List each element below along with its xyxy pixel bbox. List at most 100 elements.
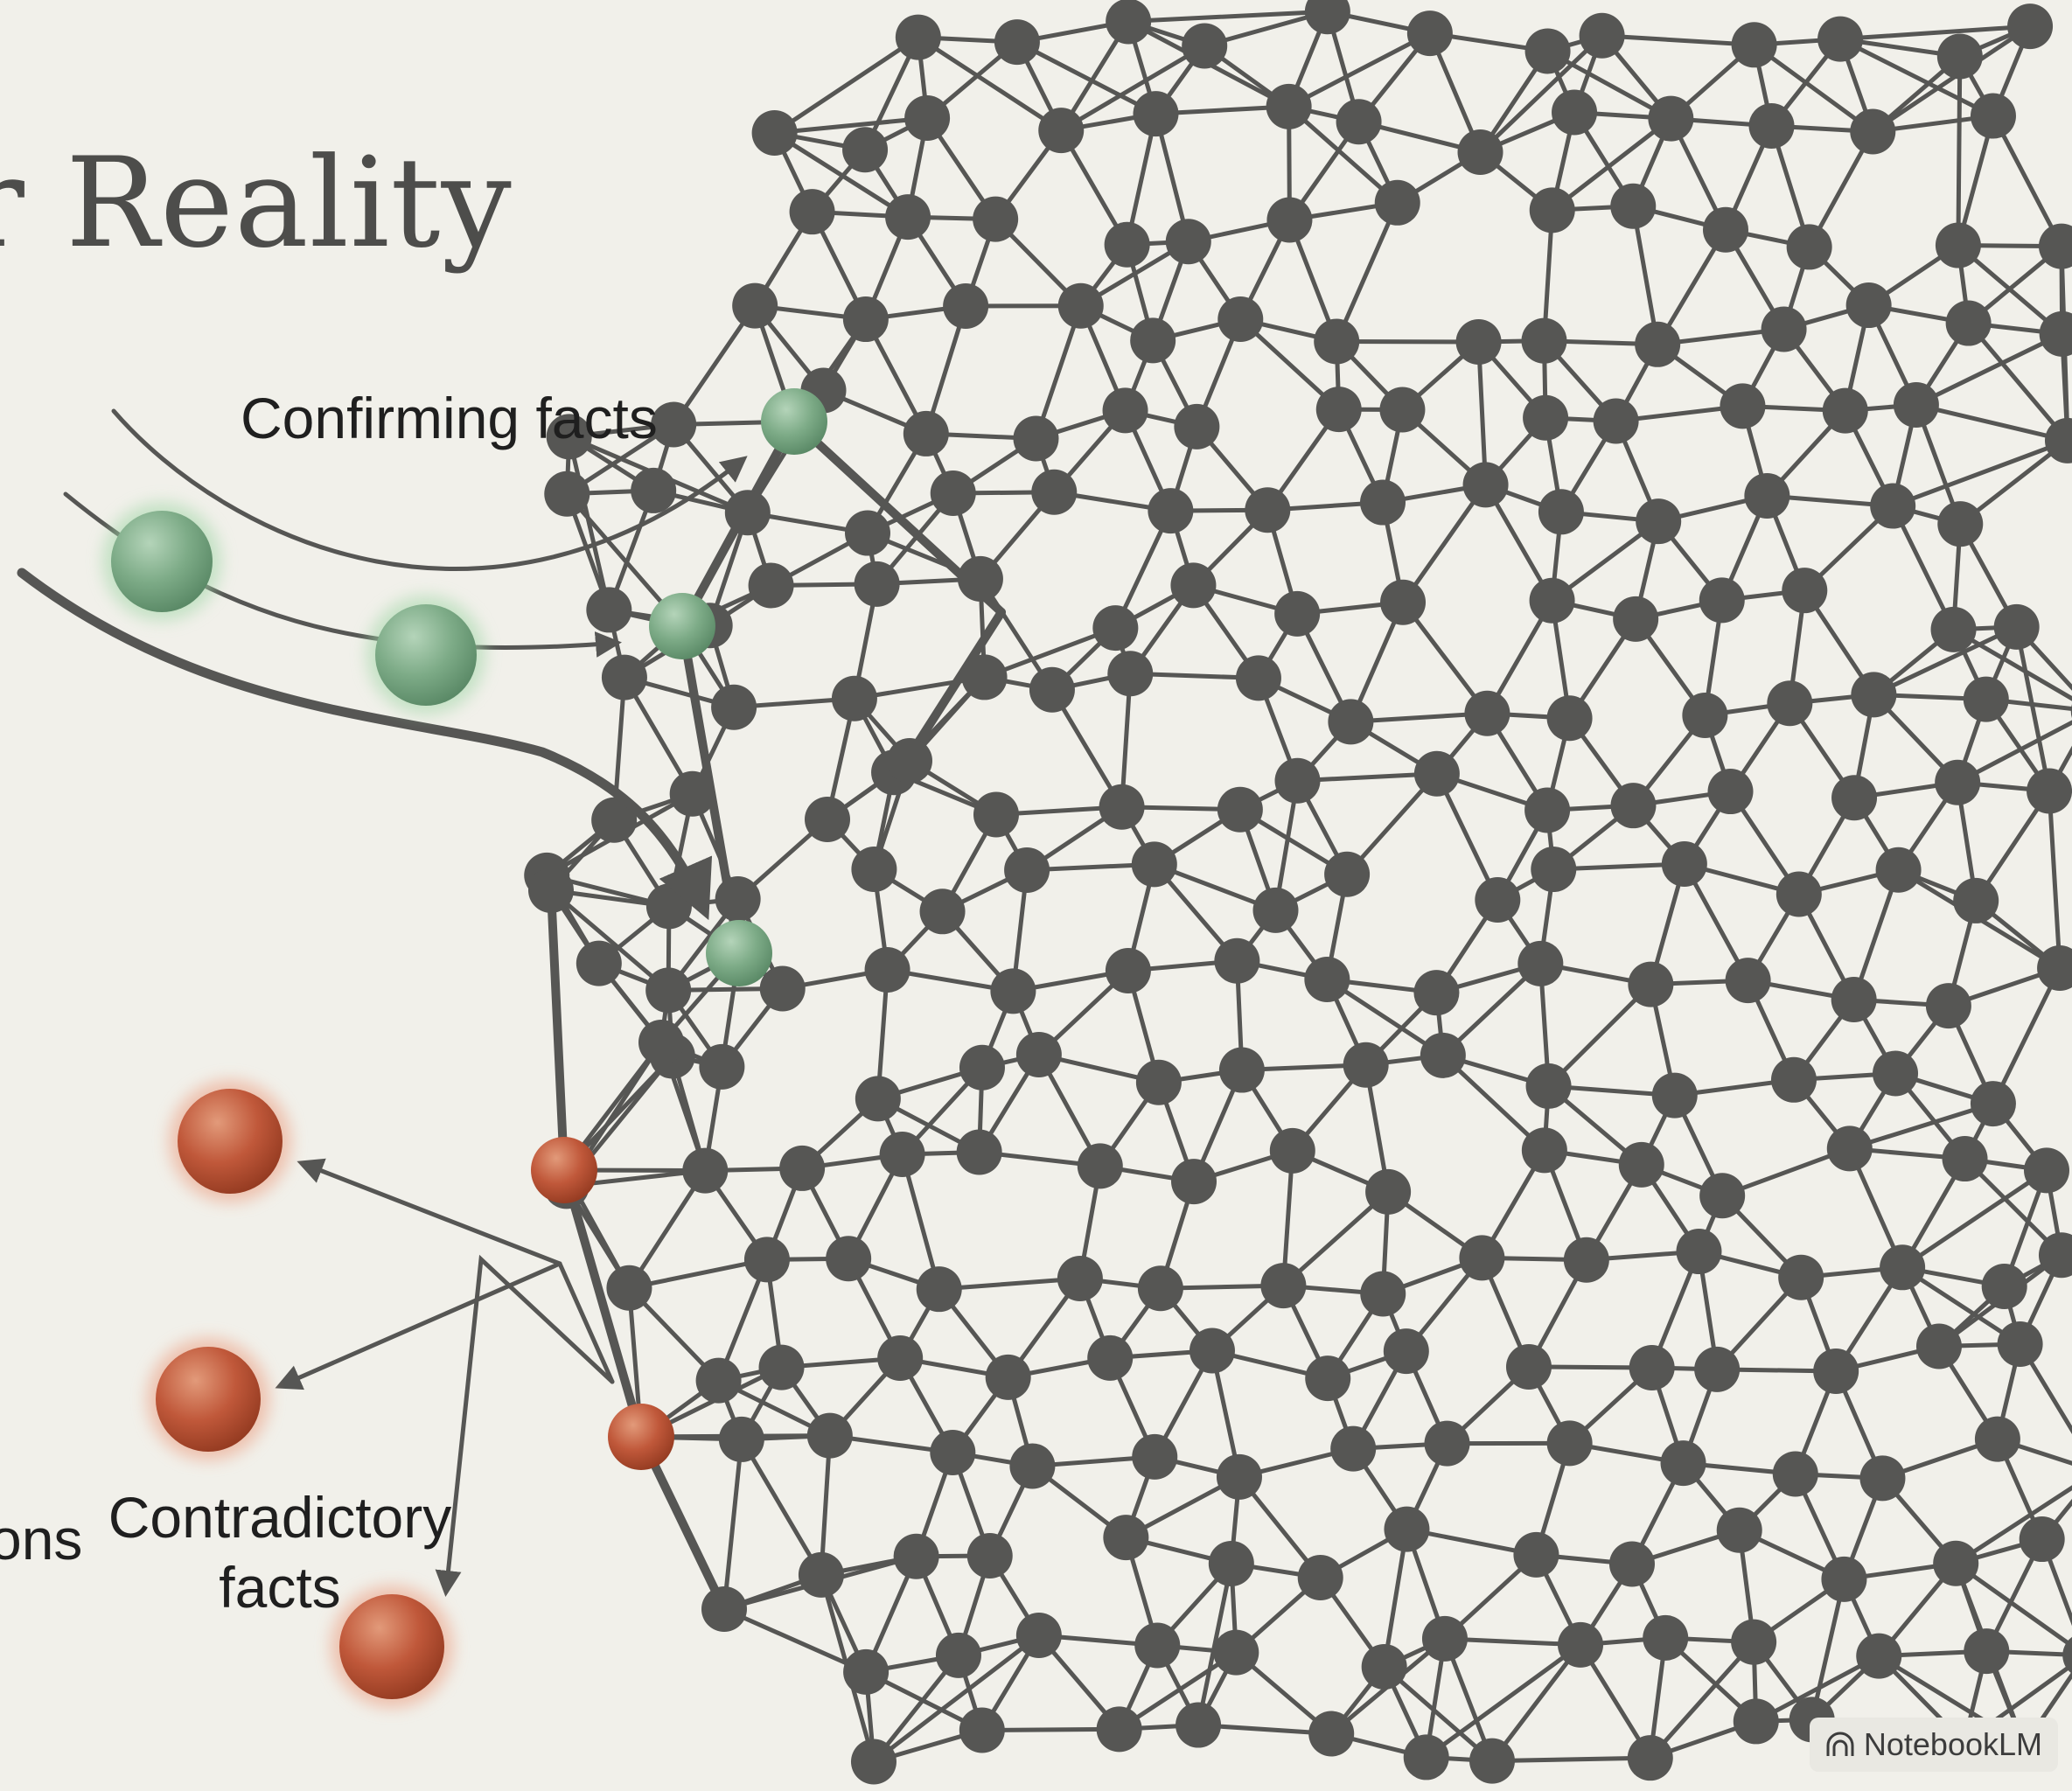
contradictory-label-line2: facts xyxy=(219,1555,341,1620)
network-node xyxy=(1106,0,1152,45)
network-node xyxy=(759,965,806,1012)
network-node xyxy=(1013,415,1059,462)
network-node xyxy=(1676,1229,1722,1275)
network-node xyxy=(1579,12,1625,59)
network-node xyxy=(711,684,757,730)
network-node xyxy=(586,587,632,633)
network-node xyxy=(1274,590,1321,637)
network-node xyxy=(1135,1059,1182,1105)
contradictory-node xyxy=(608,1404,674,1470)
network-link xyxy=(1914,331,2065,408)
network-node xyxy=(1873,1050,1919,1097)
confirming-fact-ball-2 xyxy=(375,604,477,706)
network-node xyxy=(1821,1556,1867,1602)
network-link xyxy=(1991,965,2062,1106)
network-node xyxy=(1552,89,1598,136)
network-node xyxy=(842,127,889,173)
network-link xyxy=(1956,54,1963,248)
network-node xyxy=(1817,16,1864,62)
network-link xyxy=(1546,982,1653,1089)
network-node xyxy=(1523,394,1569,441)
network-node xyxy=(1826,1125,1873,1172)
network-node xyxy=(1403,1734,1449,1781)
network-link xyxy=(1600,33,1757,47)
network-link xyxy=(1441,1053,1547,1153)
network-node xyxy=(877,1335,924,1382)
network-node xyxy=(1343,1042,1389,1088)
network-node xyxy=(743,1237,790,1283)
network-node xyxy=(1102,387,1148,434)
network-node xyxy=(1133,91,1179,137)
network-link xyxy=(1294,771,1440,784)
network-node xyxy=(1563,1237,1609,1283)
network-node xyxy=(1457,129,1503,176)
network-node xyxy=(1893,381,1939,428)
network-link xyxy=(772,35,921,136)
network-node xyxy=(1099,784,1145,830)
network-node xyxy=(1031,469,1078,515)
network-link xyxy=(1810,1577,1846,1722)
network-node xyxy=(1517,940,1564,986)
network-node xyxy=(601,654,647,700)
network-node xyxy=(1421,1615,1468,1662)
network-link xyxy=(1955,720,2072,785)
network-node xyxy=(1851,672,1897,718)
network-node xyxy=(1831,977,1877,1023)
network-node xyxy=(1538,489,1584,535)
network-link xyxy=(1117,1650,1238,1732)
network-node xyxy=(1189,1328,1235,1374)
network-link xyxy=(1900,1167,2049,1270)
network-node xyxy=(1521,1127,1567,1174)
network-link xyxy=(1400,482,1489,605)
network-node xyxy=(2039,310,2072,357)
network-link xyxy=(916,35,1064,133)
contradictory-label-line1: Contradictory xyxy=(108,1485,452,1550)
network-link xyxy=(1953,1485,2072,1566)
contradictory-deflect-1 xyxy=(296,1158,562,1266)
network-link xyxy=(1545,48,1673,122)
network-node xyxy=(1218,1047,1265,1093)
network-link xyxy=(1382,1664,1495,1764)
network-node xyxy=(1208,1540,1254,1586)
network-node xyxy=(1513,1531,1559,1578)
network-node xyxy=(1930,606,1977,652)
network-node xyxy=(1942,1136,1988,1182)
network-link xyxy=(1015,39,1159,116)
network-link xyxy=(1966,321,2070,443)
network-node xyxy=(1974,1416,2020,1462)
network-link xyxy=(2014,624,2052,794)
network-node xyxy=(1361,1643,1407,1690)
network-node xyxy=(682,1147,729,1194)
network-node xyxy=(1770,1056,1817,1103)
network-node xyxy=(904,94,951,141)
network-node xyxy=(1266,83,1312,129)
network-link xyxy=(1991,114,2064,249)
network-node xyxy=(887,738,932,784)
network-link xyxy=(1648,1640,1756,1760)
confirming-node xyxy=(706,920,772,986)
network-link xyxy=(1334,200,1400,344)
network-link xyxy=(1424,1642,1583,1760)
network-node xyxy=(1651,1072,1698,1119)
network-node xyxy=(1131,841,1177,888)
network-node xyxy=(1274,757,1321,804)
network-node xyxy=(669,770,715,817)
network-node xyxy=(789,189,835,235)
network-node xyxy=(2019,1516,2065,1563)
network-node xyxy=(1643,1614,1689,1661)
network-node xyxy=(1748,102,1795,149)
network-node xyxy=(1733,1698,1779,1745)
network-link xyxy=(1630,204,1660,347)
network-link xyxy=(626,1257,770,1291)
network-node xyxy=(779,1145,826,1191)
network-node xyxy=(2044,417,2072,463)
network-node xyxy=(1406,10,1453,57)
network-node xyxy=(1105,947,1151,993)
network-link xyxy=(1058,43,1207,133)
network-node xyxy=(2007,3,2054,50)
network-node xyxy=(1618,1141,1664,1188)
network-node xyxy=(2037,945,2072,992)
network-link xyxy=(671,303,757,428)
network-node xyxy=(1856,1633,1902,1679)
network-node xyxy=(1935,759,1981,805)
